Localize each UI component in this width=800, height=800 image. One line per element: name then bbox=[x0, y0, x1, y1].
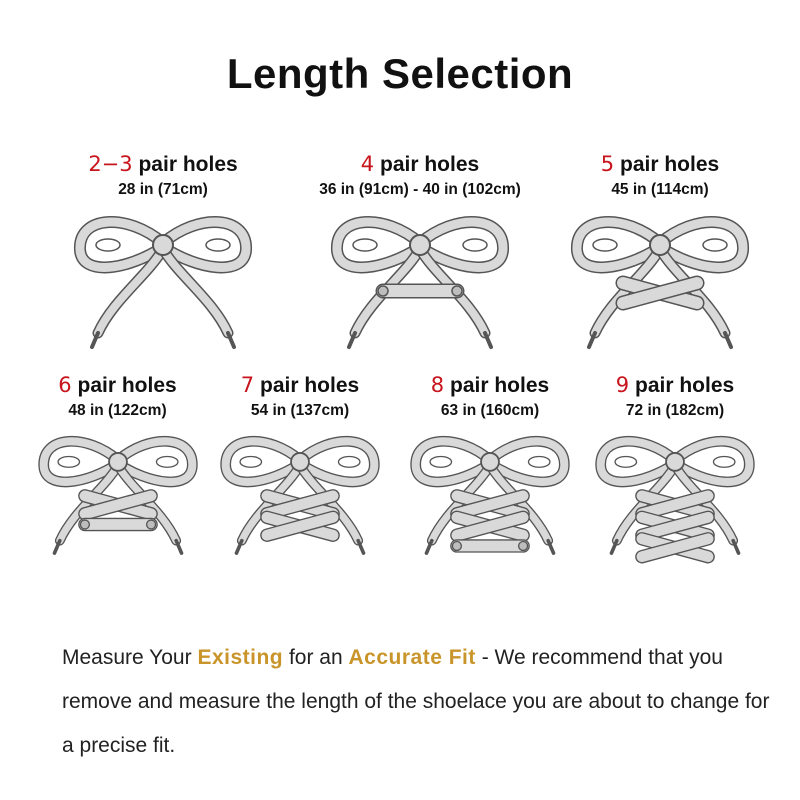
hole-count: 8 bbox=[430, 373, 445, 397]
shoelace-diagram-icon bbox=[220, 435, 380, 555]
measurement-note: Measure Your Existing for an Accurate Fi… bbox=[62, 636, 782, 768]
pair-holes-text: pair holes bbox=[132, 153, 238, 176]
lace-length: 45 in (114cm) bbox=[611, 181, 709, 198]
hole-count: 9 bbox=[615, 373, 630, 397]
option-9-pair-holes: 9 pair holes 72 in (182cm) bbox=[585, 373, 765, 606]
hole-count: 6 bbox=[58, 373, 72, 397]
note-text: Measure Your bbox=[62, 646, 198, 669]
page-title: Length Selection bbox=[226, 50, 574, 97]
pair-holes-text: pair holes bbox=[629, 374, 735, 397]
shoelace-diagram-icon bbox=[37, 435, 198, 555]
option-8-pair-holes: 8 pair holes 63 in (160cm) bbox=[400, 373, 580, 606]
pair-holes-text: pair holes bbox=[254, 374, 360, 397]
hole-count: 4 bbox=[360, 152, 375, 176]
lace-length: 72 in (182cm) bbox=[625, 402, 725, 419]
shoelace-diagram-icon bbox=[74, 216, 252, 349]
pair-holes-text: pair holes bbox=[374, 153, 480, 176]
lace-length: 28 in (71cm) bbox=[118, 181, 208, 198]
note-text: - We recommend that you remove and measu… bbox=[62, 646, 770, 757]
lace-length: 54 in (137cm) bbox=[250, 402, 350, 419]
shoelace-diagram-icon bbox=[595, 435, 755, 564]
hole-count: 5 bbox=[600, 152, 615, 176]
pair-holes-text: pair holes bbox=[614, 153, 720, 176]
shoelace-diagram-icon bbox=[571, 216, 749, 349]
pair-holes-text: pair holes bbox=[71, 374, 177, 397]
option-label: 9 pair holes bbox=[585, 373, 765, 398]
hole-count: 7 bbox=[240, 373, 255, 397]
option-label: 2−3 pair holes bbox=[58, 152, 268, 177]
option-label: 7 pair holes bbox=[210, 373, 390, 398]
option-label: 8 pair holes bbox=[400, 373, 580, 398]
option-label: 6 pair holes bbox=[30, 373, 205, 398]
note-highlight-accurate-fit: Accurate Fit bbox=[348, 646, 476, 669]
note-highlight-existing: Existing bbox=[197, 646, 284, 669]
option-5-pair-holes: 5 pair holes 45 in (114cm) bbox=[560, 152, 760, 355]
hole-count: 2−3 bbox=[88, 152, 133, 176]
option-6-pair-holes: 6 pair holes 48 in (122cm) bbox=[30, 373, 205, 606]
option-label: 5 pair holes bbox=[560, 152, 760, 177]
lace-length: 48 in (122cm) bbox=[68, 402, 167, 419]
option-4-pair-holes: 4 pair holes 36 in (91cm) - 40 in (102cm… bbox=[290, 152, 550, 355]
shoelace-diagram-icon bbox=[410, 435, 570, 555]
lace-length: 63 in (160cm) bbox=[440, 402, 540, 419]
option-2-3-pair-holes: 2−3 pair holes 28 in (71cm) bbox=[58, 152, 268, 355]
pair-holes-text: pair holes bbox=[444, 374, 550, 397]
option-label: 4 pair holes bbox=[290, 152, 550, 177]
shoelace-diagram-icon bbox=[331, 216, 509, 349]
note-text: for an bbox=[283, 646, 349, 669]
option-7-pair-holes: 7 pair holes 54 in (137cm) bbox=[210, 373, 390, 606]
lace-length: 36 in (91cm) - 40 in (102cm) bbox=[319, 181, 521, 198]
